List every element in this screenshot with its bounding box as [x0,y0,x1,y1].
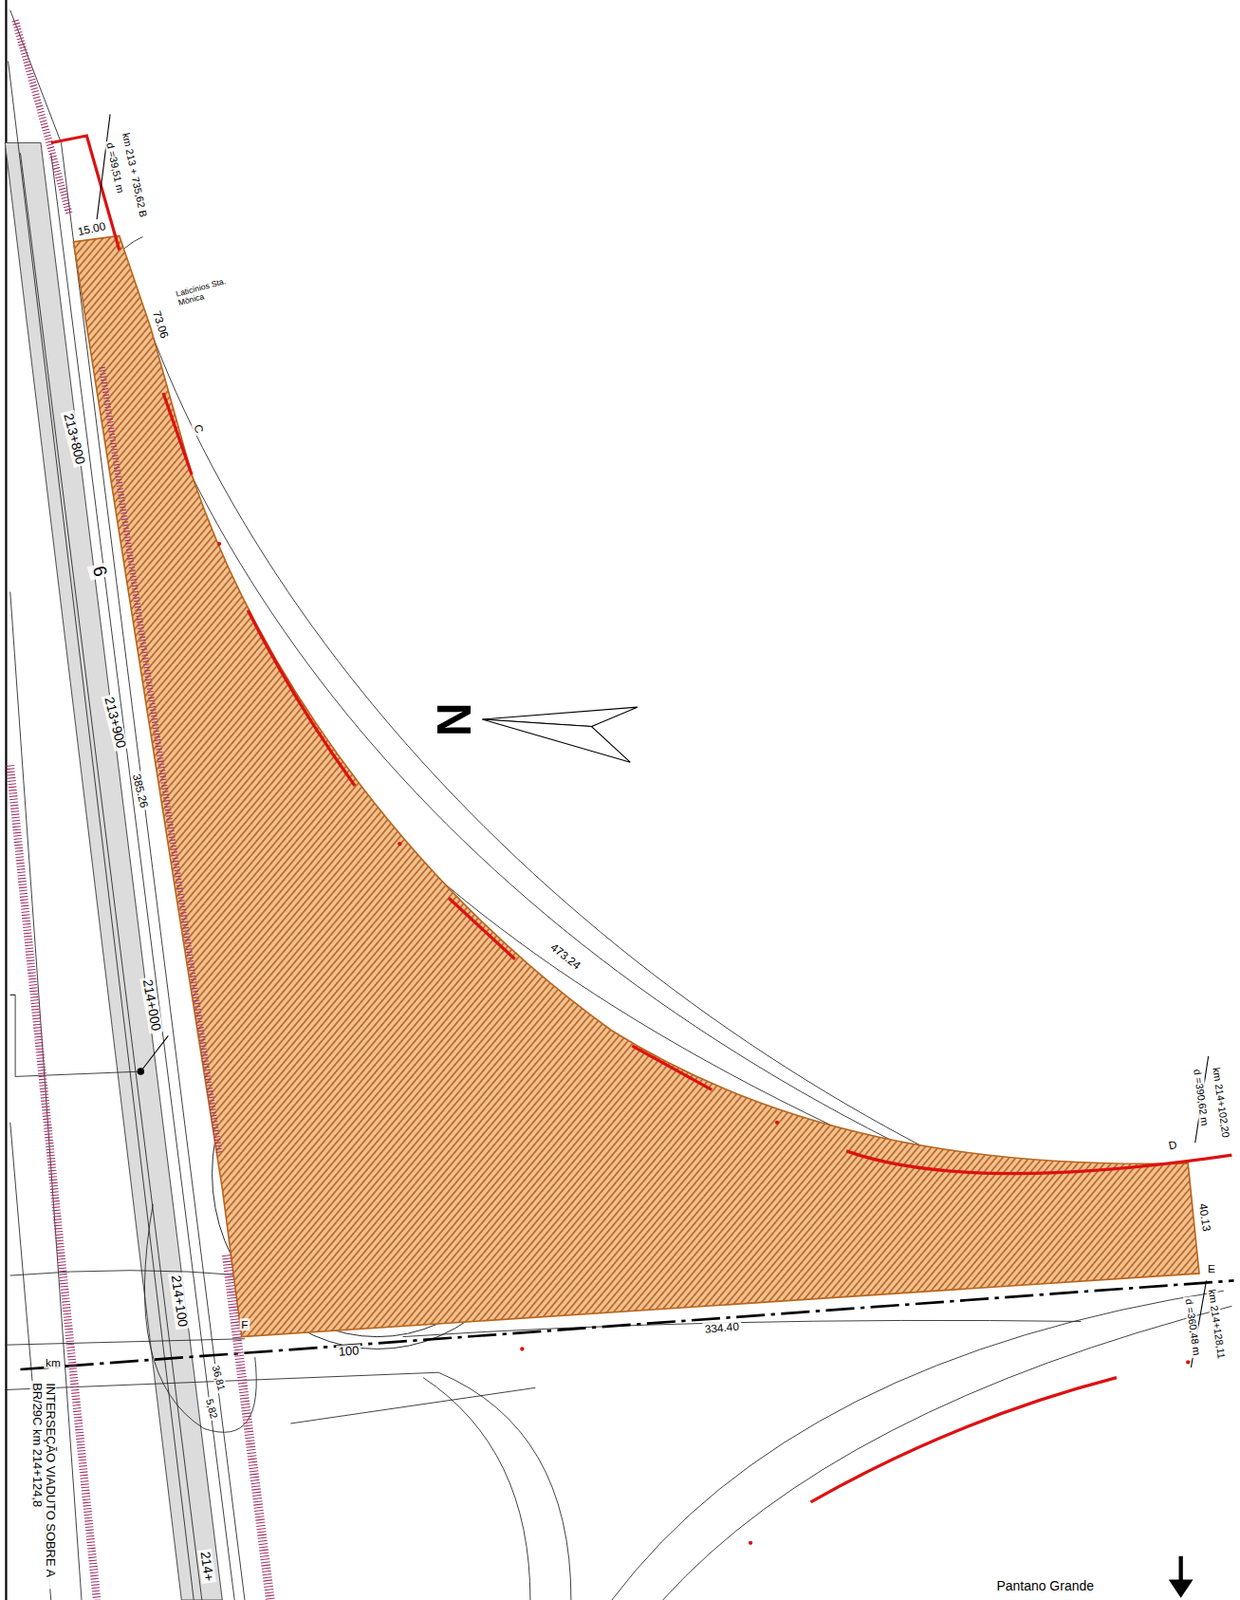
map-label: N [427,700,480,739]
map-label: km 214+102,20 [1210,1063,1233,1140]
map-label: D [1165,1137,1180,1152]
map-label: 100 [335,1344,362,1360]
map-label: 473.24 [547,939,586,973]
map-label: E [1205,1261,1218,1275]
map-label: F [239,1317,251,1331]
road-lines [4,10,1232,1600]
map-label: km [43,1355,63,1369]
map-label: C [190,420,206,436]
map-label: 36,81 [209,1361,228,1393]
fraction-bars [96,113,1209,1367]
boundary-dots [217,541,1190,1545]
north-arrow [481,706,637,762]
frame-line [4,0,7,1600]
map-label: Laticínios Sta. Mônica [173,274,241,309]
slope-strips [10,20,271,1600]
map-label: 15.00 [74,219,110,239]
map-label: 6 [87,561,111,581]
map-label: d =360,48 m [1183,1295,1203,1357]
map-label: Pantano Grande [994,1578,1096,1593]
map-label: INTERSEÇÃO VIADUTO SOBRE A BR/29C km 214… [29,1380,56,1589]
direction-arrow [1168,1555,1194,1598]
map-label: 5,82 [203,1394,222,1421]
axis-line [19,1279,1234,1370]
map-label: 334.40 [702,1319,741,1335]
map-label: 40.13 [1197,1200,1215,1234]
map-label: km 213 + 735,62 B [119,129,149,221]
expropriation-area [73,235,1200,1336]
boundary-marks [51,135,1233,1502]
map-label: km 214+128,11 [1205,1285,1228,1361]
map-label: d =390,62 m [1191,1065,1212,1128]
